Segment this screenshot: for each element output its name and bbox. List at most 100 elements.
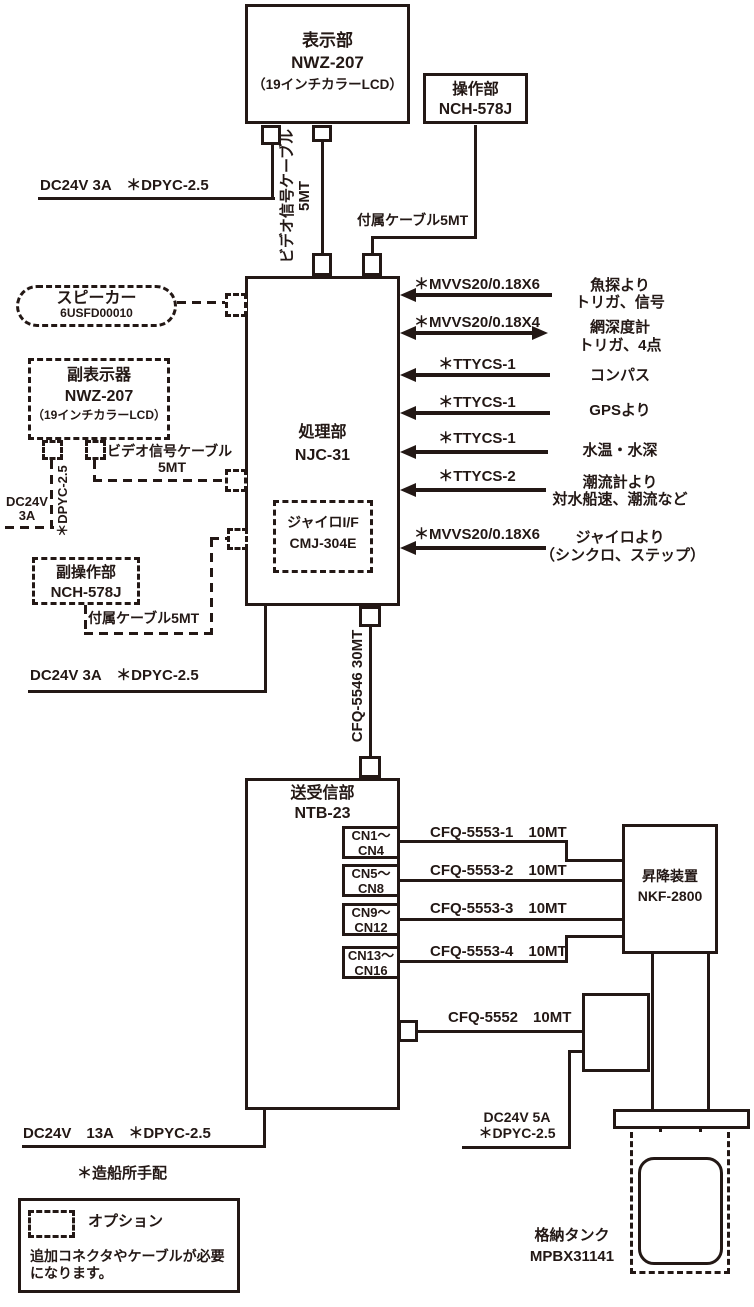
gyro-if-model: CMJ-304E (289, 535, 357, 551)
processor-connector-video (312, 253, 332, 276)
operation-unit-box (423, 73, 528, 124)
wire-subvideo-h (93, 479, 227, 482)
display-unit-spec: （19インチカラーLCD） (252, 77, 403, 92)
cn-group-label-3: CN9～ CN12 (342, 905, 400, 935)
cn-group-label-1: CN1～ CN4 (342, 828, 400, 858)
transceiver-label: 送受信部 NTB-23 (245, 784, 400, 824)
wire-speaker-dashed (177, 301, 225, 304)
signal-source-2b: トリガ、4点 (578, 337, 662, 354)
gyro-if-label: ジャイロI/F CMJ-304E (273, 512, 373, 554)
gyro-if-title: ジャイロI/F (287, 514, 359, 530)
sub-display-power-line2: 3A (18, 508, 36, 523)
arrow-gps-head (400, 406, 416, 420)
wire-hoist-power-in (568, 1050, 584, 1053)
acc-cable-main-label: 付属ケーブル5MT (357, 212, 469, 228)
arrow-fishfinder-line (413, 293, 552, 297)
arrow-currentmeter-head (400, 483, 416, 497)
legend-note: 追加コネクタやケーブルが必要 になります。 (30, 1248, 225, 1282)
signal-cable-7: ＊MVVS20/0.18X6 (414, 526, 540, 543)
signal-source-3a: コンパス (589, 367, 650, 384)
wire-subdisplay-power-h (5, 526, 54, 529)
cn-cable-label-4: CFQ-5553-4 10MT (430, 943, 567, 960)
processor-label: 処理部 NJC-31 (245, 421, 400, 467)
video-cable-main-line2: 5MT (296, 181, 313, 211)
display-unit-label: 表示部 NWZ-207 （19インチカラーLCD） (245, 30, 410, 96)
hoist-junction-box (582, 993, 650, 1072)
arrow-watertemp-line (413, 450, 548, 454)
processor-connector-subvideo (225, 469, 247, 492)
cn1-line2: CN4 (357, 843, 384, 858)
sub-display-model: NWZ-207 (64, 388, 134, 405)
processor-connector-operation (362, 253, 382, 276)
cn4-line1: CN13～ (347, 948, 395, 963)
wire-cn3 (400, 918, 625, 921)
arrow-currentmeter-line (413, 488, 546, 492)
processor-connector-trunk (359, 606, 381, 627)
processor-connector-subop (227, 528, 248, 550)
wire-transceiver-power-v (263, 1110, 266, 1148)
processor-model: NJC-31 (294, 447, 351, 464)
processor-power-label: DC24V 3A ＊DPYC-2.5 (30, 667, 199, 684)
cn-cable-label-1: CFQ-5553-1 10MT (430, 824, 567, 841)
legend-option-label: オプション (88, 1213, 164, 1230)
wire-hoist-power-v (568, 1050, 571, 1149)
arrow-netdepth-line (413, 331, 533, 335)
sub-display-power-cable-label: ＊DPYC-2.5 (55, 465, 70, 537)
signal-source-6b: 対水船速、潮流など (552, 491, 688, 508)
wire-subop-b (84, 632, 213, 635)
transceiver-connector-trunk (359, 756, 381, 778)
processor-connector-speaker (225, 293, 247, 317)
display-unit-title: 表示部 (302, 31, 353, 50)
signal-source-1a: 魚探より (590, 277, 650, 294)
wire-processor-power-v (264, 606, 267, 693)
video-cable-main-line1: ビデオ信号ケーブル (279, 128, 296, 264)
speaker-model: 6USFD00010 (60, 306, 133, 320)
wire-hoist-power-h (462, 1146, 571, 1149)
cn-cable-label-3: CFQ-5553-3 10MT (430, 900, 567, 917)
arrow-fishfinder-head (400, 288, 416, 302)
hoist-label: 昇降装置 NKF-2800 (622, 866, 718, 906)
cn3-line2: CN12 (354, 920, 388, 935)
sub-display-title: 副表示器 (66, 367, 131, 384)
transceiver-power-label: DC24V 13A ＊DPYC-2.5 (23, 1125, 211, 1142)
wire-cn1-c (565, 859, 625, 862)
sub-display-power-label: DC24V 3A (0, 495, 54, 523)
cn4-line2: CN16 (354, 963, 388, 978)
wire-video-main (321, 142, 324, 255)
sub-operation-title: 副操作部 (55, 564, 116, 581)
wire-cn1-b (565, 840, 568, 862)
processor-title: 処理部 (298, 424, 347, 441)
trunk-cable-label: CFQ-5546 30MT (349, 629, 366, 743)
sub-operation-label: 副操作部 NCH-578J (32, 563, 140, 603)
wire-trunk-cable (369, 627, 372, 756)
gyro-if-box (273, 500, 373, 573)
wire-processor-power-h (28, 690, 267, 693)
video-cable-main-label: ビデオ信号ケーブル 5MT (279, 126, 313, 266)
transceiver-title: 送受信部 (290, 785, 355, 802)
signal-cable-6: ＊TTYCS-2 (438, 468, 516, 485)
sub-operation-box (32, 557, 140, 605)
hoist-box (622, 824, 718, 954)
wire-subdisplay-power-v (50, 460, 53, 529)
cn-group-label-4: CN13～ CN16 (342, 948, 400, 978)
sub-video-cable-length: 5MT (158, 459, 186, 475)
wire-operation-v (474, 125, 477, 239)
speaker-bubble (16, 285, 177, 327)
display-connector-power (261, 125, 281, 145)
operation-unit-label: 操作部 NCH-578J (423, 80, 528, 120)
arrow-gyro-head (400, 541, 416, 555)
cn-group-label-2: CN5～ CN8 (342, 866, 400, 896)
arrow-compass-head (400, 368, 416, 382)
tank-label: 格納タンク MPBX31141 (518, 1225, 626, 1267)
sub-display-connector-video (85, 440, 106, 460)
arrow-compass-line (413, 373, 550, 377)
cn3-line1: CN9～ (351, 905, 391, 920)
legend-option-sample (28, 1210, 75, 1238)
cn-group-box-3 (342, 903, 400, 936)
cn-cable-label-2: CFQ-5553-2 10MT (430, 862, 567, 879)
wire-cn4-a (400, 960, 568, 963)
sub-operation-model: NCH-578J (50, 584, 122, 601)
hoist-column-left (651, 952, 654, 1109)
signal-source-4a: GPSより (589, 402, 651, 419)
